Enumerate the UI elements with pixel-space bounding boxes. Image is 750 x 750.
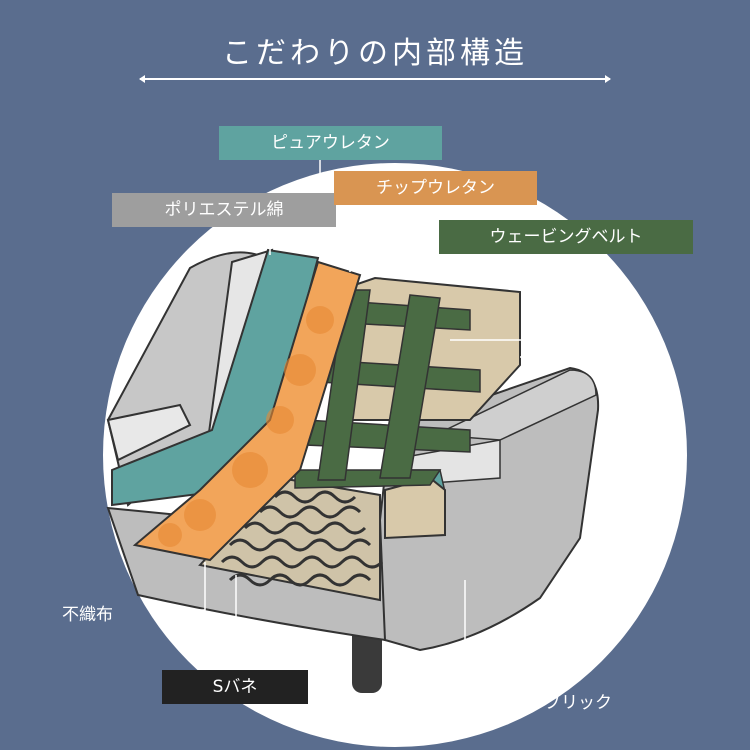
label-nonwoven: 不織布 (62, 605, 113, 625)
leader-webbing (450, 255, 556, 341)
label-s-spring: Sバネ (162, 670, 308, 704)
label-chip-urethane: チップウレタン (334, 171, 537, 205)
page-title: こだわりの内部構造 (222, 36, 528, 71)
leader-nonwoven (150, 562, 206, 611)
label-pure-urethane: ピュアウレタン (219, 126, 442, 160)
leader-wood (520, 332, 629, 358)
right-arm-top (432, 369, 597, 441)
label-wood-frame: 木枠 (604, 311, 638, 331)
label-polyester: ポリエステル綿 (112, 193, 336, 227)
right-arm-wood (384, 476, 446, 540)
chip-urethane-layer (132, 260, 362, 562)
s-springs (220, 490, 384, 587)
leader-lines (150, 160, 629, 701)
label-fabric: ファブリック (510, 693, 612, 713)
label-webbing-belt: ウェービングベルト (439, 220, 693, 254)
title-divider (139, 75, 611, 82)
sofa-leg-front (352, 625, 382, 693)
left-arm-top (106, 403, 192, 462)
leader-fabric (464, 580, 500, 701)
chip-pattern (158, 306, 334, 547)
